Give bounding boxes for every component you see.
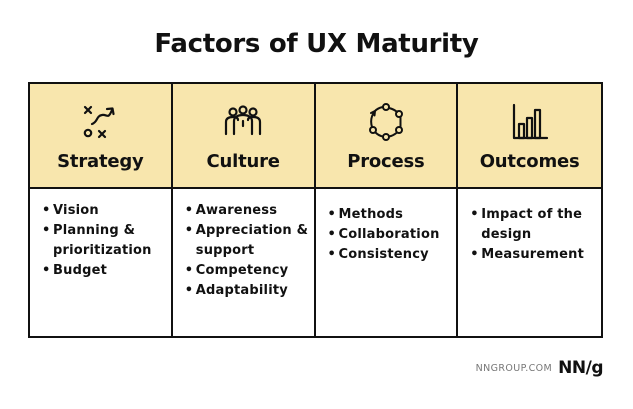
column-title-strategy: Strategy (57, 151, 144, 172)
culture-factor-list: Awareness Appreciation & support Compete… (185, 201, 310, 301)
column-body-process: Methods Collaboration Consistency (315, 189, 459, 336)
list-item: Methods (328, 205, 453, 225)
column-header-process: Process (315, 84, 459, 189)
column-body-outcomes: Impact of the design Measurement (458, 189, 601, 336)
diagram-title: Factors of UX Maturity (154, 29, 479, 59)
column-header-outcomes: Outcomes (458, 84, 601, 189)
column-header-culture: Culture (172, 84, 316, 189)
process-factor-list: Methods Collaboration Consistency (328, 205, 453, 265)
column-body-culture: Awareness Appreciation & support Compete… (172, 189, 316, 336)
list-item: Competency (185, 261, 310, 281)
maturity-factors-table: Strategy Culture (28, 82, 603, 338)
list-item: Impact of the design (470, 205, 597, 245)
list-item: Collaboration (328, 225, 453, 245)
list-item: Consistency (328, 245, 453, 265)
list-item: Awareness (185, 201, 310, 221)
column-title-outcomes: Outcomes (479, 151, 580, 172)
list-item: Adaptability (185, 281, 310, 301)
column-header-strategy: Strategy (30, 84, 173, 189)
list-item: Measurement (470, 245, 597, 265)
list-item: Budget (42, 261, 167, 281)
strategy-factor-list: Vision Planning & prioritization Budget (42, 201, 167, 281)
footer-branding: NNGROUP.COM NN/g (475, 358, 604, 378)
cycle-process-icon (366, 102, 406, 142)
column-title-process: Process (347, 151, 425, 172)
list-item: Appreciation & support (185, 221, 310, 261)
column-title-culture: Culture (206, 151, 280, 172)
list-item: Planning & prioritization (42, 221, 167, 261)
people-group-icon (223, 102, 263, 142)
nng-logo: NN/g (558, 358, 603, 378)
bar-chart-icon (510, 102, 550, 142)
list-item: Vision (42, 201, 167, 221)
outcomes-factor-list: Impact of the design Measurement (470, 205, 597, 265)
column-body-strategy: Vision Planning & prioritization Budget (30, 189, 173, 336)
footer-url: NNGROUP.COM (475, 362, 553, 374)
strategy-play-icon (80, 102, 120, 142)
